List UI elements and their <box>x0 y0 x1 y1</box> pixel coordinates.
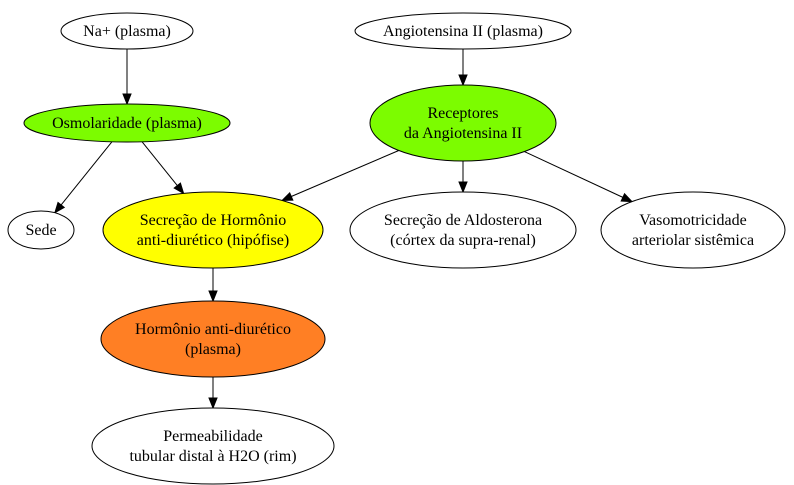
node-vaso: Vasomotricidade arteriolar sistêmica <box>600 191 786 269</box>
node-adh-plasma: Hormônio anti-diurético (plasma) <box>100 300 326 378</box>
arrow-head <box>458 74 468 87</box>
node-label: Osmolaridade (plasma) <box>52 115 202 132</box>
arrow-head <box>173 182 185 195</box>
edge-adh_plasma-to-permeabilidade <box>208 377 218 410</box>
node-label: Angiotensina II (plasma) <box>383 23 543 40</box>
node-ellipse <box>349 191 577 269</box>
edge-osmo-to-sede <box>54 141 113 214</box>
edge-line <box>60 141 113 206</box>
node-ellipse <box>354 12 572 50</box>
node-label: Secreção de Hormônio <box>140 212 287 229</box>
edges <box>54 49 634 410</box>
edge-angio-to-receptores <box>458 49 468 87</box>
edge-receptores-to-secrecao_adh <box>280 150 399 201</box>
node-label: tubular distal à H2O (rim) <box>129 448 296 465</box>
arrow-head <box>208 290 218 303</box>
arrow-head <box>620 192 634 203</box>
node-label: (plasma) <box>185 341 241 358</box>
edge-receptores-to-vaso <box>524 151 634 203</box>
node-label: Vasomotricidade <box>639 212 747 229</box>
node-label: Receptores <box>427 105 498 122</box>
arrow-head <box>122 93 132 106</box>
node-label: da Angiotensina II <box>404 125 522 142</box>
arrow-head <box>458 181 468 194</box>
node-ellipse <box>102 191 324 269</box>
node-receptores: Receptores da Angiotensina II <box>369 84 557 162</box>
node-label: Permeabilidade <box>163 428 263 445</box>
node-aldosterona: Secreção de Aldosterona (córtex da supra-… <box>349 191 577 269</box>
edge-line <box>524 151 624 198</box>
node-ellipse <box>23 103 231 143</box>
edge-receptores-to-aldosterona <box>458 161 468 194</box>
edge-line <box>291 150 399 197</box>
node-label: Na+ (plasma) <box>83 23 171 40</box>
nodes: Na+ (plasma) Angiotensina II (plasma) Osmo… <box>7 12 786 485</box>
arrow-head <box>54 201 66 214</box>
node-permeabilidade: Permeabilidade tubular distal à H2O (rim) <box>91 407 335 485</box>
node-ellipse <box>100 300 326 378</box>
node-ellipse <box>91 407 335 485</box>
edge-osmo-to-secrecao_adh <box>141 141 185 195</box>
node-label: Secreção de Aldosterona <box>384 212 542 229</box>
node-osmo: Osmolaridade (plasma) <box>23 103 231 143</box>
node-label: arteriolar sistêmica <box>632 232 754 249</box>
edge-secrecao_adh-to-adh_plasma <box>208 268 218 303</box>
node-label: Sede <box>25 222 56 239</box>
node-label: (córtex da supra-renal) <box>390 232 536 249</box>
node-ellipse <box>600 191 786 269</box>
node-label: Hormônio anti-diurético <box>135 321 291 338</box>
node-ellipse <box>60 12 194 50</box>
node-sede: Sede <box>7 210 75 250</box>
node-na: Na+ (plasma) <box>60 12 194 50</box>
node-ellipse <box>369 84 557 162</box>
arrow-head <box>280 191 294 201</box>
edge-line <box>141 141 178 186</box>
edge-na-to-osmo <box>122 49 132 106</box>
arrow-head <box>208 397 218 410</box>
node-angio: Angiotensina II (plasma) <box>354 12 572 50</box>
node-ellipse <box>7 210 75 250</box>
node-label: anti-diurético (hipófise) <box>137 232 289 249</box>
node-secrecao-adh: Secreção de Hormônio anti-diurético (hipó… <box>102 191 324 269</box>
